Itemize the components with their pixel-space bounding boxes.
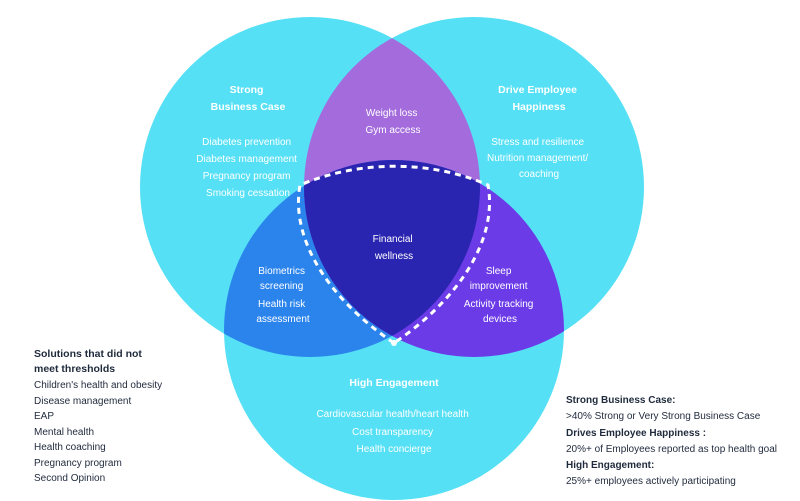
excluded-title-line: meet thresholds	[34, 363, 116, 375]
circle-bottom-title: High Engagement	[349, 377, 439, 389]
criteria-legend: Strong Business Case: >40% Strong or Ver…	[566, 393, 796, 491]
overlap-top-text: Weight loss Gym access	[365, 108, 420, 136]
circle-right-title: Drive Employee Happiness	[498, 84, 580, 113]
excluded-title-line: Solutions that did not	[34, 348, 142, 360]
excluded-item: Health coaching	[34, 442, 106, 453]
overlap-right-text: Sleep improvement Activity tracking devi…	[464, 266, 536, 325]
legend-text: 25%+ employees actively participating	[566, 476, 736, 488]
excluded-item: Second Opinion	[34, 473, 106, 484]
excluded-item: EAP	[34, 411, 55, 422]
legend-heading: High Engagement:	[566, 460, 655, 472]
legend-text: 20%+ of Employees reported as top health…	[566, 443, 777, 455]
overlap-center-text: Financial wellness	[373, 234, 416, 262]
legend-heading: Strong Business Case:	[566, 395, 676, 406]
circle-right-items: Stress and resilience Nutrition manageme…	[487, 137, 591, 180]
circle-left-title: Strong Business Case	[211, 84, 286, 113]
legend-heading: Drives Employee Happiness :	[566, 427, 707, 439]
excluded-item: Mental health	[34, 426, 95, 438]
legend-text: >40% Strong or Very Strong Business Case	[566, 411, 761, 423]
circle-bottom-items: Cardiovascular health/heart health Cost …	[316, 409, 471, 455]
excluded-solutions-title: Solutions that did not meet thresholds	[34, 347, 234, 377]
overlap-left-text: Biometrics screening Health risk assessm…	[256, 266, 310, 325]
circle-left-items: Diabetes prevention Diabetes management …	[196, 137, 299, 199]
dashed-outline-tip	[391, 340, 397, 346]
excluded-item: Pregnancy program	[34, 457, 122, 469]
excluded-item: Children's health and obesity	[34, 380, 163, 391]
excluded-item: Disease management	[34, 395, 132, 407]
excluded-solutions-list: Solutions that did not meet thresholds C…	[34, 347, 234, 487]
dashed-highlight-outline	[297, 164, 491, 345]
